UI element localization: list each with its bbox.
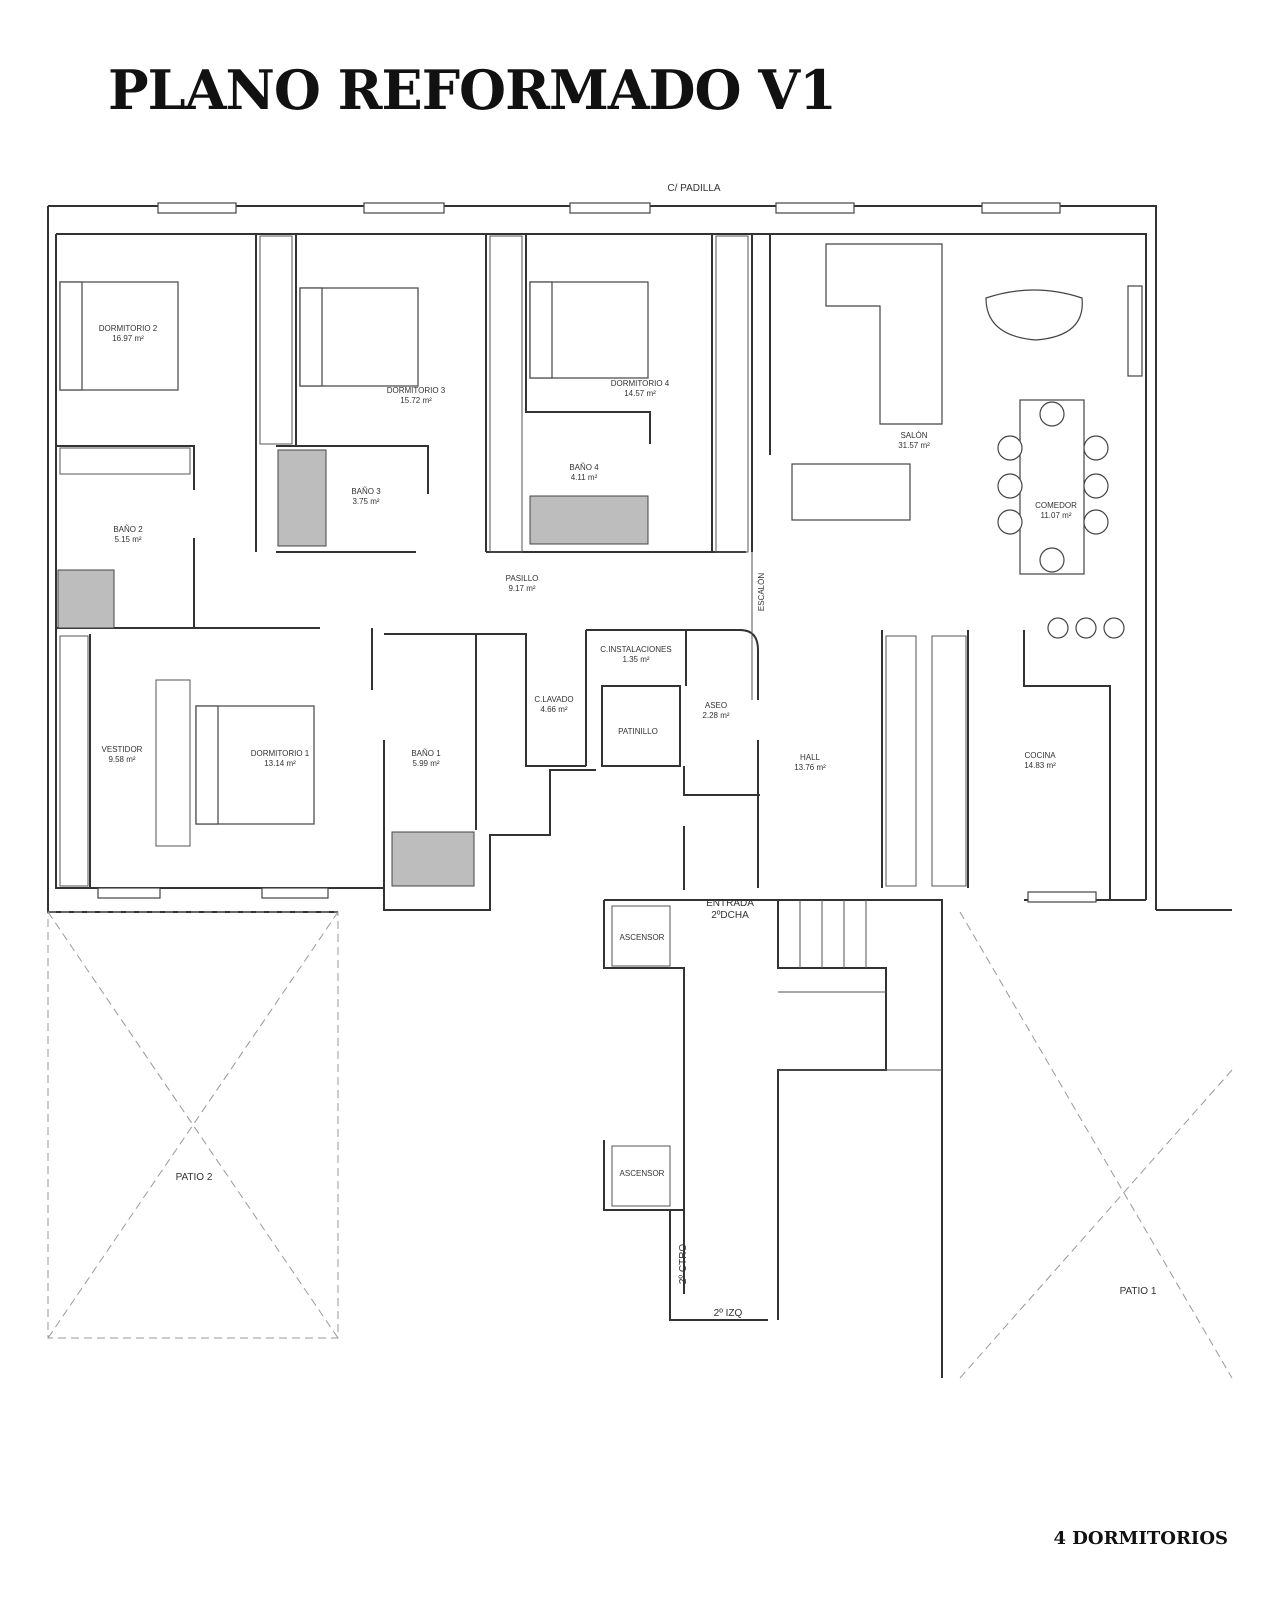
cinstalaciones-area: 1.35 m²	[622, 655, 649, 664]
misc-labels: ESCALÓN PATINILLO ENTRADA 2ºDCHA ASCENSO…	[176, 573, 1157, 1319]
common-areas	[603, 826, 943, 1378]
patinillo-label: PATINILLO	[618, 727, 658, 736]
salon-label: SALÓN	[900, 431, 927, 440]
izq-label: 2º IZQ	[714, 1308, 743, 1319]
dormitorio2-area: 16.97 m²	[112, 334, 144, 343]
bano4-label: BAÑO 4	[569, 463, 599, 472]
room-labels: DORMITORIO 2 16.97 m² DORMITORIO 3 15.72…	[99, 324, 1077, 772]
wardrobes	[59, 235, 967, 887]
vestidor-area: 9.58 m²	[108, 755, 135, 764]
pasillo-label: PASILLO	[506, 574, 539, 583]
top-windows	[97, 202, 1097, 903]
dormitorio4-area: 14.57 m²	[624, 389, 656, 398]
plan-title: PLANO REFORMADO V1	[108, 58, 837, 122]
dormitorio2-label: DORMITORIO 2	[99, 324, 158, 333]
pasillo-area: 9.17 m²	[508, 584, 535, 593]
dormitorio3-label: DORMITORIO 3	[387, 386, 446, 395]
street-label: C/ PADILLA	[667, 183, 720, 194]
salon-area: 31.57 m²	[898, 441, 930, 450]
interior-walls	[56, 234, 1111, 900]
clavado-label: C.LAVADO	[534, 695, 573, 704]
patios	[47, 911, 1233, 1379]
bano2-area: 5.15 m²	[114, 535, 141, 544]
cinstalaciones-label: C.INSTALACIONES	[600, 645, 671, 654]
bano3-area: 3.75 m²	[352, 497, 379, 506]
aseo-area: 2.28 m²	[702, 711, 729, 720]
dormitorio4-label: DORMITORIO 4	[611, 379, 670, 388]
cocina-area: 14.83 m²	[1024, 761, 1056, 770]
ctro-label: 2º CTRO	[678, 1244, 689, 1285]
dormitorio1-label: DORMITORIO 1	[251, 749, 310, 758]
bedroom-count: 4 DORMITORIOS	[1053, 1528, 1228, 1549]
aseo-label: ASEO	[705, 701, 727, 710]
bano4-area: 4.11 m²	[571, 473, 598, 482]
escalon-label: ESCALÓN	[757, 573, 766, 611]
cocina-label: COCINA	[1024, 751, 1056, 760]
bano2-label: BAÑO 2	[113, 525, 143, 534]
patio1-label: PATIO 1	[1120, 1286, 1157, 1297]
clavado-area: 4.66 m²	[540, 705, 567, 714]
dormitorio3-area: 15.72 m²	[400, 396, 432, 405]
bano3-label: BAÑO 3	[351, 487, 381, 496]
entrada-sub-label: 2ºDCHA	[711, 910, 749, 921]
bano1-label: BAÑO 1	[411, 749, 441, 758]
ascensor-1-label: ASCENSOR	[620, 933, 665, 942]
comedor-area: 11.07 m²	[1041, 511, 1072, 520]
vestidor-label: VESTIDOR	[102, 745, 143, 754]
hall-label: HALL	[800, 753, 821, 762]
shower-areas	[57, 449, 649, 887]
ascensor-2-label: ASCENSOR	[620, 1169, 665, 1178]
beds	[59, 281, 649, 825]
dormitorio1-area: 13.14 m²	[264, 759, 296, 768]
bano1-area: 5.99 m²	[412, 759, 439, 768]
entrada-label: ENTRADA	[706, 898, 754, 909]
comedor-label: COMEDOR	[1035, 501, 1077, 510]
patio2-label: PATIO 2	[176, 1172, 213, 1183]
hall-area: 13.76 m²	[794, 763, 826, 772]
living-furniture	[791, 243, 1143, 639]
